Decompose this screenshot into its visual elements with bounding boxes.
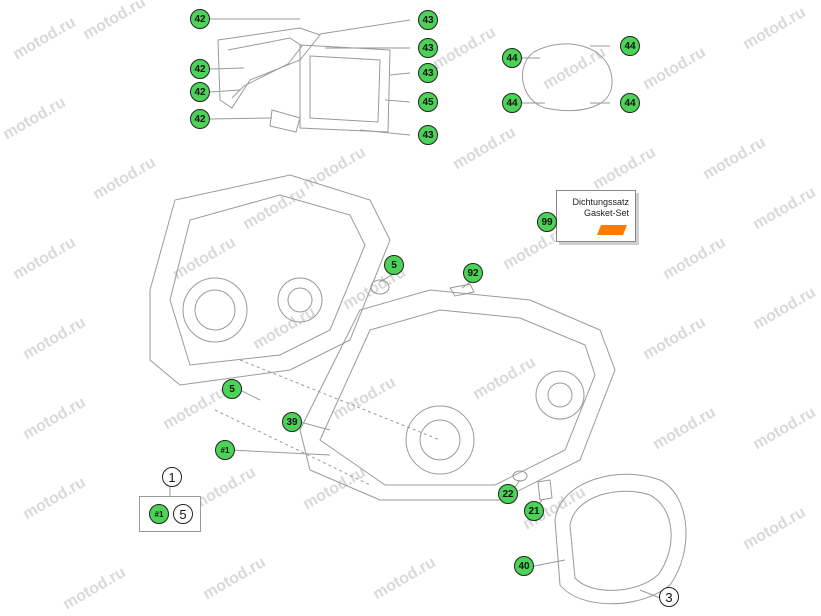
bushing-part-outline: [512, 470, 528, 482]
callout-3: 3: [659, 587, 679, 607]
callout-5: 5: [173, 504, 193, 524]
bearing-outline: [287, 287, 313, 313]
callout-99: 99: [537, 212, 557, 232]
callout-92: 92: [463, 263, 483, 283]
reference-line: [214, 359, 441, 486]
callout-43: 43: [418, 63, 438, 83]
clutch-cover-outline: [569, 490, 672, 591]
callout-42: 42: [190, 82, 210, 102]
callout-42: 42: [190, 109, 210, 129]
callout-43: 43: [418, 10, 438, 30]
right-crankcase-outline: [319, 309, 596, 486]
callout-45: 45: [418, 92, 438, 112]
gasket-kit-label-de: Dichtungssatz: [572, 197, 629, 207]
dowel-part-outline: [449, 283, 475, 297]
callout-42: 42: [190, 59, 210, 79]
head-gasket-outline: [309, 55, 381, 123]
callout-40: 40: [514, 556, 534, 576]
callout-44: 44: [502, 93, 522, 113]
callout-43: 43: [418, 125, 438, 145]
crank-bearing-outline: [182, 277, 248, 343]
bearing-outline: [535, 370, 585, 420]
bearing-outline: [277, 277, 323, 323]
callout-22: 22: [498, 484, 518, 504]
plug-part-outline: [537, 479, 553, 501]
brand-logo-icon: [597, 225, 627, 235]
crank-bearing-outline: [194, 289, 236, 331]
crank-bearing-outline: [405, 405, 475, 475]
callout-39: 39: [282, 412, 302, 432]
callout-42: 42: [190, 9, 210, 29]
clutch-cover-outline: [554, 473, 687, 605]
callout-43: 43: [418, 38, 438, 58]
callout-44: 44: [620, 36, 640, 56]
callout-hash-1: #1: [215, 440, 235, 460]
crank-bearing-outline: [419, 419, 461, 461]
callout-hash-1: #1: [149, 504, 169, 524]
callout-1: 1: [162, 467, 182, 487]
gasket-kit-box: Dichtungssatz Gasket-Set: [556, 190, 636, 242]
left-crankcase-outline: [169, 194, 366, 366]
small-gasket-outline: [269, 109, 301, 133]
callout-5: 5: [384, 255, 404, 275]
leader-line: [169, 273, 661, 599]
bearing-part-outline: [370, 279, 390, 295]
callout-5: 5: [222, 379, 242, 399]
left-crankcase-outline: [149, 174, 391, 386]
leader-line: [209, 18, 610, 136]
bearing-outline: [547, 382, 573, 408]
callout-44: 44: [502, 48, 522, 68]
cylinder-gasket-outline: [227, 37, 303, 99]
right-crankcase-outline: [299, 289, 616, 501]
clutch-cover-gasket-outline: [521, 43, 613, 111]
callout-21: 21: [524, 501, 544, 521]
gasket-kit-label-en: Gasket-Set: [583, 208, 629, 218]
callout-44: 44: [620, 93, 640, 113]
